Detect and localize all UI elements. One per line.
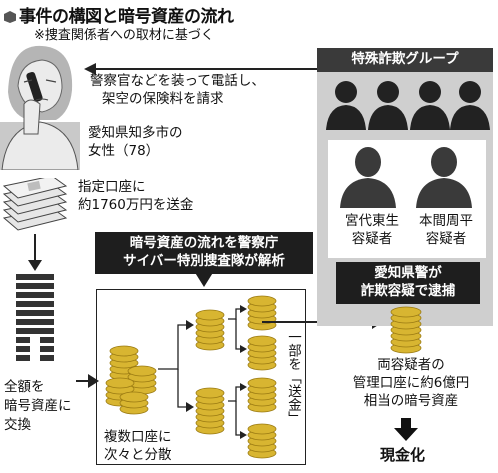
convert-arrow-line (76, 380, 96, 382)
transfer-line1: 指定口座に (78, 179, 146, 195)
title-text: 事件の構図と暗号資産の流れ (19, 7, 234, 27)
victim-text: 愛知県知多市の 女性（78） (88, 124, 183, 160)
group-header: 特殊詐欺グループ (317, 48, 493, 72)
multiple-accounts-line2: 次々と分散 (104, 447, 172, 463)
analysis-banner-line1: 暗号資産の流れを警察庁 (129, 235, 279, 251)
fraud-call-text: 警察官などを装って電話し、 架空の保険料を請求 (90, 72, 265, 108)
convert-line1: 全額を (4, 379, 45, 395)
fraud-call-line1: 警察官などを装って電話し、 (90, 73, 265, 89)
transfer-line2: 約1760万円を送金 (78, 197, 194, 213)
victim-line2: 女性（78） (88, 143, 160, 159)
convert-line3: 交換 (4, 417, 31, 433)
coin-stack-d (247, 423, 277, 459)
suspect-2: 本間周平 容疑者 (410, 212, 482, 248)
subtitle: ※捜査関係者への取材に基づく (34, 28, 214, 43)
analysis-banner: 暗号資産の流れを警察庁 サイバー特別捜査隊が解析 (95, 232, 313, 274)
cube-icon (4, 11, 16, 23)
arrest-banner: 愛知県警が 詐欺容疑で逮捕 (336, 262, 480, 304)
cash-stack-icon (2, 178, 68, 231)
victim-line1: 愛知県知多市の (88, 125, 183, 141)
coin-stack-b (247, 335, 277, 371)
convert-line2: 暗号資産に (4, 398, 72, 414)
call-arrow-line (90, 68, 318, 70)
coin-stack-managed (390, 306, 422, 354)
transfer-text: 指定口座に 約1760万円を送金 (78, 178, 193, 214)
coin-flow-diagram (105, 295, 277, 459)
coin-stack-c (247, 377, 277, 413)
partial-send-label: 一部を「送金」 (285, 330, 301, 425)
arrow-down-icon (28, 260, 42, 271)
victim-illustration (0, 45, 80, 170)
suspect-1: 宮代東生 容疑者 (338, 212, 406, 248)
coin-stack-a (247, 295, 277, 331)
suspect-1-title: 容疑者 (351, 231, 393, 247)
fraud-call-line2: 架空の保険料を請求 (102, 91, 224, 107)
banner-pointer-icon (194, 271, 214, 287)
arrest-banner-line2: 詐欺容疑で逮捕 (360, 283, 456, 299)
managed-account-line3: 相当の暗号資産 (363, 393, 459, 409)
page-title: 事件の構図と暗号資産の流れ (4, 2, 234, 27)
cash-out-label: 現金化 (380, 446, 426, 464)
coin-stack-main (105, 345, 157, 415)
multiple-accounts-line1: 複数口座に (104, 429, 172, 445)
analysis-box (96, 289, 306, 465)
suspect-2-name: 本間周平 (419, 213, 473, 229)
suspects-silhouettes-icon (340, 147, 472, 208)
managed-account-line2: 管理口座に約6億円 (352, 375, 470, 391)
coin-stack-upper (195, 309, 225, 351)
crypto-block-icon (16, 274, 54, 361)
managed-account-text: 両容疑者の 管理口座に約6億円 相当の暗号資産 (336, 356, 486, 410)
analysis-banner-line2: サイバー特別捜査隊が解析 (123, 253, 285, 269)
arrow-right-icon (88, 374, 99, 388)
group-members-icon (326, 81, 490, 130)
multiple-accounts-text: 複数口座に 次々と分散 (104, 428, 172, 464)
suspect-2-title: 容疑者 (425, 231, 467, 247)
thick-down-arrow-icon (394, 418, 418, 441)
arrest-banner-line1: 愛知県警が (374, 265, 442, 281)
coin-stack-lower (195, 387, 225, 435)
suspect-1-name: 宮代東生 (345, 213, 399, 229)
down-arrow-line (34, 234, 36, 264)
managed-account-line1: 両容疑者の (377, 357, 445, 373)
arrow-left-icon (84, 63, 96, 75)
convert-text: 全額を 暗号資産に 交換 (4, 378, 72, 435)
